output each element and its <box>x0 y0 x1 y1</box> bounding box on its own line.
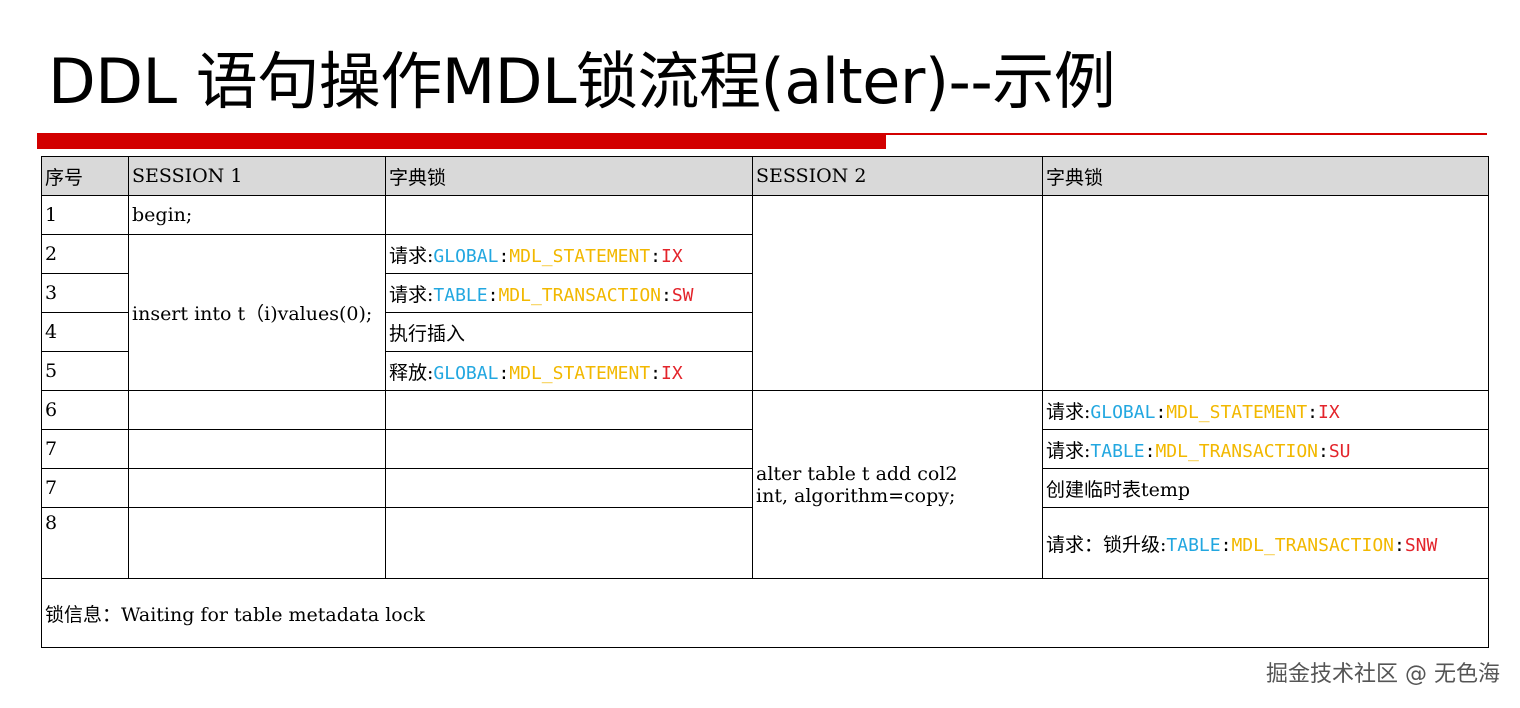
title-rule-line <box>886 133 1487 135</box>
lock-scope: TABLE <box>433 284 488 306</box>
seq-cell: 7 <box>41 468 129 508</box>
lock1-cell <box>385 468 753 508</box>
lock1-cell: 请求:GLOBAL:MDL_STATEMENT:IX <box>385 234 753 274</box>
lock-type: MDL_STATEMENT <box>509 245 651 267</box>
table-row: 7 请求:TABLE:MDL_TRANSACTION:SU <box>41 429 1489 469</box>
lock2-cell: 请求:TABLE:MDL_TRANSACTION:SU <box>1042 429 1489 469</box>
lock2-cell: 创建临时表temp <box>1042 468 1489 508</box>
header-session1: SESSION 1 <box>128 156 386 196</box>
seq-cell: 5 <box>41 351 129 391</box>
header-session2: SESSION 2 <box>752 156 1043 196</box>
lock-info-cell: 锁信息：Waiting for table metadata lock <box>41 578 1489 648</box>
lock-type: MDL_TRANSACTION <box>1155 440 1318 462</box>
lock1-cell <box>385 429 753 469</box>
watermark-text: 掘金技术社区 @ 无色海 <box>1266 662 1500 687</box>
session1-cell: begin; <box>128 195 386 235</box>
lock-prefix: 释放: <box>389 361 434 384</box>
title-accent-bar <box>37 133 886 149</box>
mdl-flow-table: 序号 SESSION 1 字典锁 SESSION 2 字典锁 1 begin; … <box>41 156 1489 648</box>
header-seq: 序号 <box>41 156 129 196</box>
seq-cell: 2 <box>41 234 129 274</box>
lock-prefix: 请求: <box>389 283 434 306</box>
alter-line-2: int, algorithm=copy; <box>756 484 956 507</box>
seq-cell: 7 <box>41 429 129 469</box>
lock1-cell: 执行插入 <box>385 312 753 352</box>
seq-cell: 6 <box>41 390 129 430</box>
lock-mode: IX <box>1318 401 1340 423</box>
header-lock1: 字典锁 <box>385 156 753 196</box>
lock-type: MDL_TRANSACTION <box>498 284 661 306</box>
alter-line-1: alter table t add col2 <box>756 462 958 485</box>
lock-scope: TABLE <box>1166 534 1221 556</box>
lock1-cell <box>385 390 753 430</box>
lock-info-row: 锁信息：Waiting for table metadata lock <box>41 578 1489 648</box>
lock-prefix: 请求: <box>1046 439 1091 462</box>
table-row: 2 insert into t（i)values(0); 请求:GLOBAL:M… <box>41 234 1489 391</box>
lock-type: MDL_TRANSACTION <box>1231 534 1394 556</box>
lock-mode: IX <box>661 245 683 267</box>
seq-cell: 1 <box>41 195 129 235</box>
lock1-cell: 请求:TABLE:MDL_TRANSACTION:SW <box>385 273 753 313</box>
lock1-cell <box>385 507 753 579</box>
table-header-row: 序号 SESSION 1 字典锁 SESSION 2 字典锁 <box>41 156 1489 196</box>
lock-prefix: 请求：锁升级: <box>1046 533 1167 556</box>
table-row: 4 执行插入 <box>41 312 1489 352</box>
lock1-cell: 释放:GLOBAL:MDL_STATEMENT:IX <box>385 351 753 391</box>
lock2-cell: 请求:GLOBAL:MDL_STATEMENT:IX <box>1042 390 1489 430</box>
lock1-cell <box>385 195 753 235</box>
session1-cell <box>128 507 386 579</box>
session1-cell <box>128 390 386 430</box>
session2-alter-cell: alter table t add col2 int, algorithm=co… <box>752 390 1043 579</box>
seq-cell: 4 <box>41 312 129 352</box>
session2-empty-cell <box>752 195 1043 391</box>
lock-scope: GLOBAL <box>433 245 499 267</box>
lock-prefix: 请求: <box>389 244 434 267</box>
header-lock2: 字典锁 <box>1042 156 1489 196</box>
lock-type: MDL_STATEMENT <box>509 362 651 384</box>
lock-mode: SU <box>1328 440 1351 462</box>
lock2-empty-cell <box>1042 195 1489 391</box>
table-row: 8 请求：锁升级:TABLE:MDL_TRANSACTION:SNW <box>41 507 1489 579</box>
lock-type: MDL_STATEMENT <box>1166 401 1308 423</box>
lock-mode: SW <box>671 284 694 306</box>
table-row: 6 alter table t add col2 int, algorithm=… <box>41 390 1489 579</box>
table-row: 7 创建临时表temp <box>41 468 1489 508</box>
lock-scope: GLOBAL <box>433 362 499 384</box>
lock-mode: SNW <box>1404 534 1438 556</box>
lock-scope: TABLE <box>1090 440 1145 462</box>
session1-cell <box>128 468 386 508</box>
session1-insert-cell: insert into t（i)values(0); <box>128 234 386 391</box>
seq-cell: 8 <box>41 507 129 579</box>
session1-cell <box>128 429 386 469</box>
lock-prefix: 请求: <box>1046 400 1091 423</box>
lock-mode: IX <box>661 362 683 384</box>
page-title: DDL 语句操作MDL锁流程(alter)--示例 <box>48 45 1116 118</box>
table-row: 1 begin; <box>41 195 1489 391</box>
lock-scope: GLOBAL <box>1090 401 1156 423</box>
lock2-cell: 请求：锁升级:TABLE:MDL_TRANSACTION:SNW <box>1042 507 1489 579</box>
seq-cell: 3 <box>41 273 129 313</box>
